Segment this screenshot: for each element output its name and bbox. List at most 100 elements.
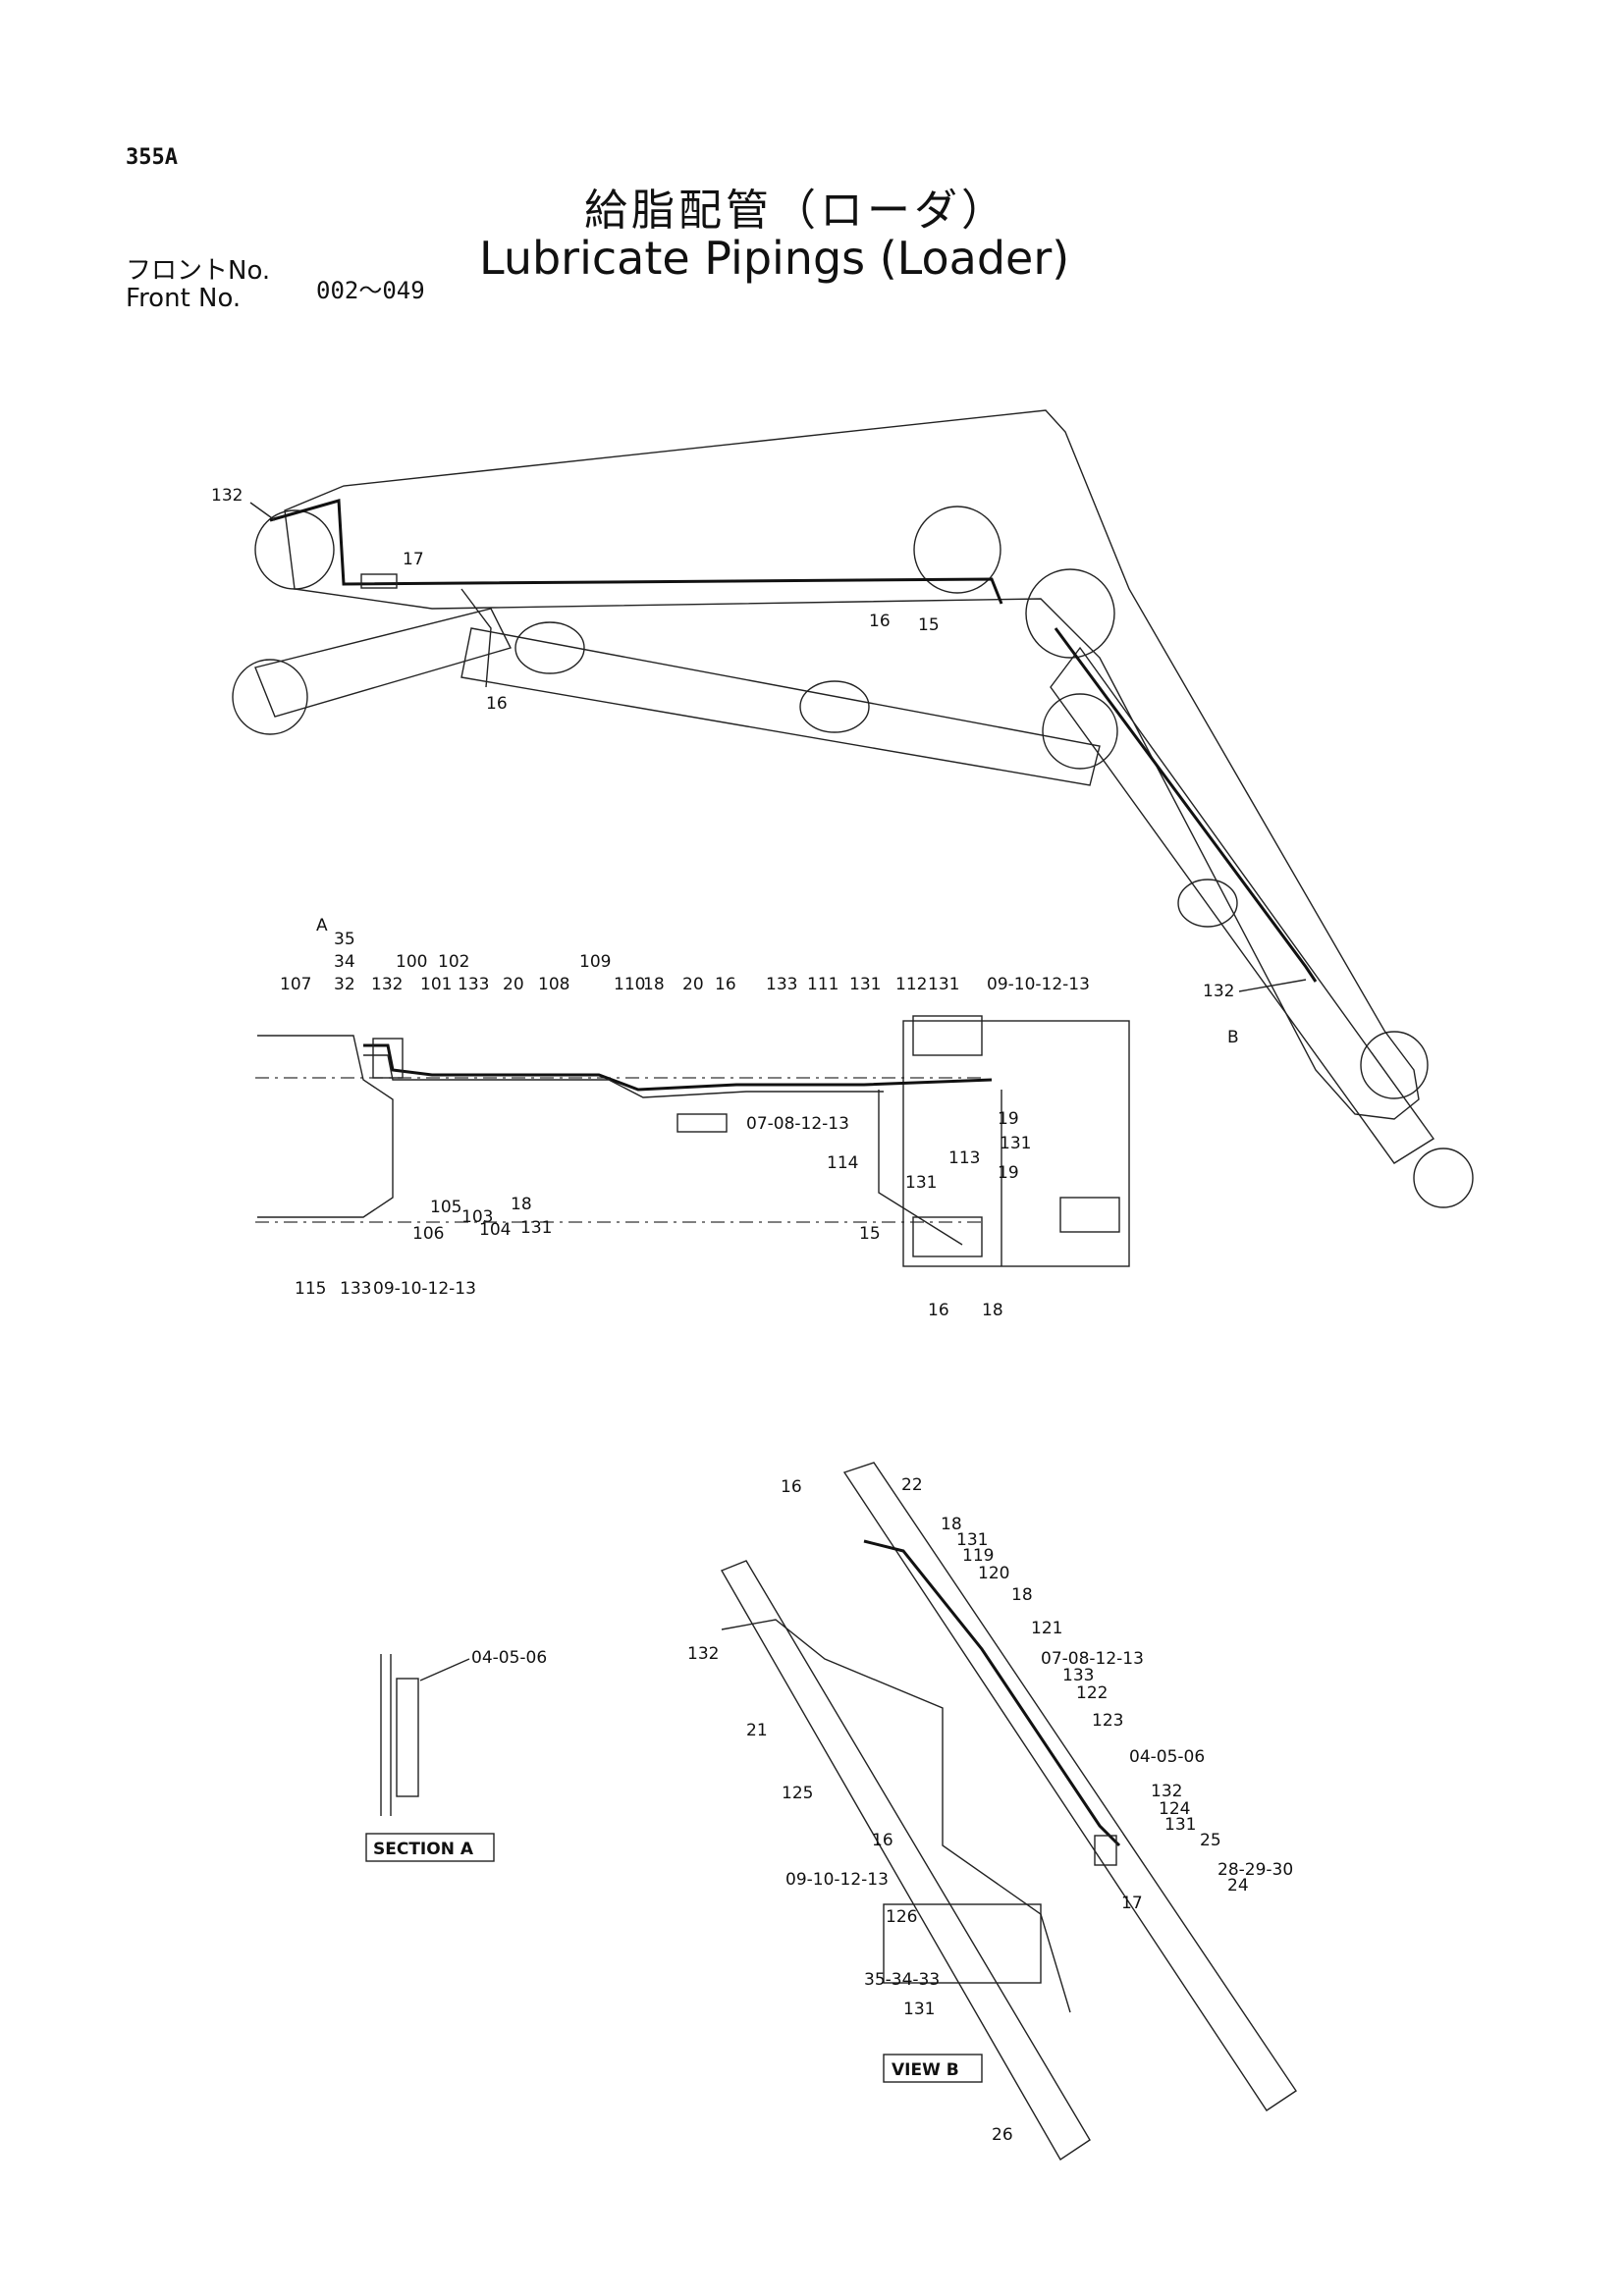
view-b-label: VIEW B [892,2060,959,2080]
plan-callout: 18 [643,975,665,994]
cylinder-band-3 [1177,879,1238,928]
view-b-callout: 122 [1076,1683,1108,1703]
cylinder-band-2 [799,680,870,733]
plan-callout: 133 [340,1279,371,1299]
cylinder-pin-left [232,659,308,735]
manifold-block [360,573,398,589]
view-b-callout: 17 [1121,1894,1143,1913]
front-label-english: Front No. [126,284,242,313]
boom-end-pin [254,509,335,590]
plan-callout: 09-10-12-13 [373,1279,476,1299]
view-b-pipe-upper [863,1539,1121,1847]
arm-cylinder [460,627,1101,786]
callout-04-05-06-section: 04-05-06 [471,1648,547,1668]
callout-15: 15 [918,615,940,635]
wheel-hub-top [912,1015,983,1056]
view-b-callout: 18 [941,1515,962,1534]
view-b-callout: 16 [872,1831,893,1850]
view-b-callout: 124 [1159,1799,1190,1819]
view-b-callout: 132 [1151,1782,1182,1801]
view-b-manifold [1094,1835,1117,1866]
marker-a-label: A [316,916,328,935]
plan-callout: 32 [334,975,355,994]
section-a-box [365,1833,495,1862]
plan-callout: 20 [503,975,524,994]
plan-callout: 108 [538,975,569,994]
view-b-box [883,2054,983,2083]
view-b-callout: 132 [687,1644,719,1664]
plan-pipe-114 [878,1090,963,1246]
plan-callout: 109 [579,952,611,972]
view-b-callout: 09-10-12-13 [785,1870,889,1890]
plan-callout: 111 [807,975,839,994]
view-b-callout: 21 [746,1721,768,1740]
plan-callout: 106 [412,1224,444,1244]
plan-view [255,1015,1130,1267]
plan-callout: 20 [682,975,704,994]
plan-callout: 15 [859,1224,881,1244]
front-number-range: 002～049 [316,277,425,304]
plan-callout: 105 [430,1198,461,1217]
hose-16-left [460,588,492,688]
plan-callout: 131 [520,1218,552,1238]
plan-manifold [372,1038,404,1079]
boom-pivot-pin [913,506,1001,594]
callout-132: 132 [211,486,243,506]
view-b-detail: VIEW B [720,1462,1297,2161]
view-b-callout: 26 [992,2125,1013,2145]
view-b-callout: 131 [1164,1815,1196,1835]
plan-callout: 107 [280,975,311,994]
plan-callout: 131 [905,1173,937,1193]
view-b-callout: 120 [978,1564,1009,1583]
plan-callout: 34 [334,952,355,972]
section-a-label: SECTION A [373,1840,474,1859]
plan-callout: 110 [614,975,645,994]
plan-pipe-main [363,1043,993,1092]
plan-callout: 18 [982,1301,1003,1320]
plan-callout: 133 [766,975,797,994]
plan-callout: 18 [511,1195,532,1214]
boom-tip-pin [1360,1031,1429,1099]
plan-callout: 131 [849,975,881,994]
view-b-callout: 126 [886,1907,917,1927]
bucket-cylinder [1050,646,1435,1164]
page-title-english: Lubricate Pipings (Loader) [479,232,1070,285]
section-a-manifold [396,1678,419,1797]
plan-callout: 131 [1000,1134,1031,1153]
plan-callout: 133 [458,975,489,994]
lift-cylinder [254,608,513,718]
view-b-callout: 119 [962,1546,994,1566]
plan-callout: 132 [371,975,403,994]
view-b-callout: 07-08-12-13 [1041,1649,1144,1669]
callout-132-boom: 132 [1203,982,1234,1001]
marker-b-label: B [1227,1028,1239,1047]
view-b-callout: 121 [1031,1619,1062,1638]
view-b-arm-right [842,1462,1297,2111]
view-b-callout: 123 [1092,1711,1123,1731]
arm-pivot-pin [1025,568,1115,659]
view-b-callout: 04-05-06 [1129,1747,1205,1767]
wheel-hub-bottom-right [1059,1197,1120,1233]
view-b-callout: 25 [1200,1831,1221,1850]
view-b-callout: 133 [1062,1666,1094,1685]
side-view: 132 17 16 15 16 132 A B [211,409,1474,1208]
lube-pipe-boom [1054,627,1318,983]
frame-outline-left [257,1035,394,1218]
mid-bracket [676,1113,728,1133]
front-number-label: フロントNo. Front No. [126,257,270,312]
plan-callout: 19 [998,1109,1019,1129]
plan-callout: 35 [334,930,355,949]
boom-outline [284,409,1420,1120]
page-code: 355A [126,145,178,170]
plan-callout: 131 [928,975,959,994]
view-b-callout: 28-29-30 [1217,1860,1293,1880]
view-b-callout: 131 [903,2000,935,2019]
plan-callout: 103 [461,1207,493,1227]
mid-pin [1042,693,1118,770]
lube-pipe-main [269,499,1003,605]
plan-callout: 102 [438,952,469,972]
axle-frame [902,1020,1130,1267]
plan-callout: 115 [295,1279,326,1299]
plan-callout: 114 [827,1153,858,1173]
